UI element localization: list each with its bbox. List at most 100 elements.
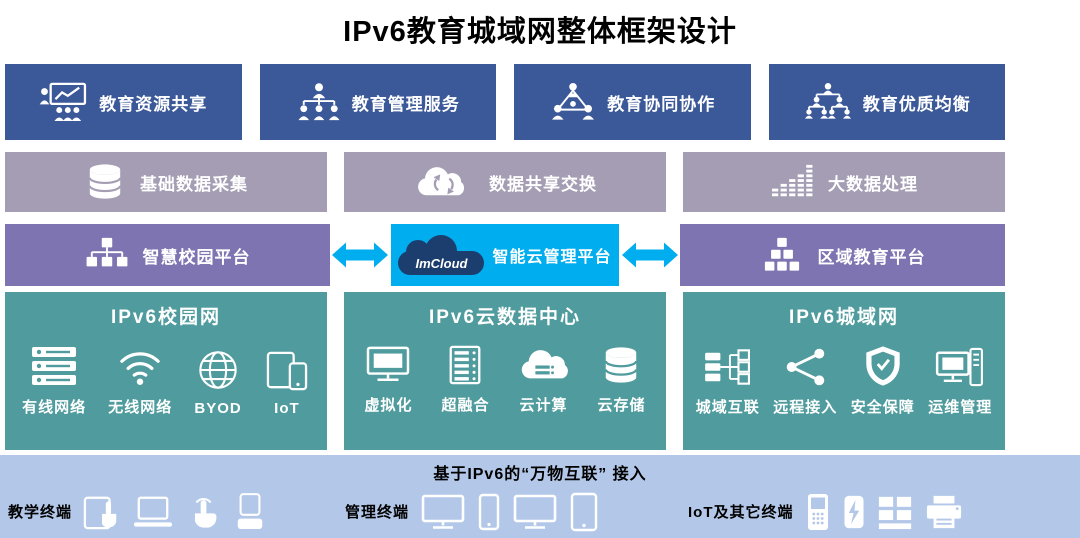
terminal-group-teaching: 教学终端 xyxy=(8,485,266,538)
blocks-pyramid-icon xyxy=(760,236,804,274)
panel-title: IPv6城域网 xyxy=(788,307,900,328)
devices-icon xyxy=(264,351,310,391)
tablet-outline-icon xyxy=(569,492,599,532)
cloud-computing-icon xyxy=(518,345,569,385)
left-bidirectional-arrow-icon xyxy=(332,241,388,269)
panel-ipv6-campus-network: IPv6校园网 xyxy=(5,292,327,450)
panel-items: 虚拟化 xyxy=(344,345,666,415)
panel-title: IPv6云数据中心 xyxy=(428,307,582,328)
campus-nodes-icon xyxy=(85,236,129,274)
touch-hand-icon xyxy=(185,493,223,531)
cloud-sync-icon xyxy=(413,163,475,201)
network-item: 有线网络 xyxy=(22,345,86,417)
data-box-bigdata: 大数据处理 xyxy=(683,152,1005,212)
network-item: BYOD xyxy=(194,349,241,417)
security-shield-icon xyxy=(862,345,904,387)
cloud-shape-part xyxy=(398,251,485,275)
flip-phone-icon xyxy=(234,492,266,532)
wired-network-icon xyxy=(30,345,78,387)
panel-title: IPv6校园网 xyxy=(110,307,222,328)
page-title: IPv6教育城域网整体框架设计 xyxy=(343,16,737,48)
network-layer-row: IPv6校园网 xyxy=(5,292,1005,450)
app-box-management-service: 教育管理服务 xyxy=(259,64,496,140)
building-blocks-icon xyxy=(877,493,913,531)
imcloud-brand: ImCloud xyxy=(415,256,468,271)
cellphone-icon xyxy=(805,492,831,532)
platform-label: 智慧校园平台 xyxy=(142,247,251,267)
app-box-collaboration: 教育协同协作 xyxy=(514,64,751,140)
wifi-icon xyxy=(117,347,163,387)
bigdata-bars-icon xyxy=(770,163,814,201)
printer-icon xyxy=(924,494,964,530)
network-item-label: BYOD xyxy=(194,400,242,417)
ops-management-icon xyxy=(935,347,985,387)
network-item: 城域互联 xyxy=(696,347,760,417)
network-item: IoT xyxy=(264,351,310,417)
right-bidirectional-arrow-icon xyxy=(622,241,678,269)
platform-label: 区域教育平台 xyxy=(817,247,926,267)
network-item: 云存储 xyxy=(597,345,645,415)
data-label: 基础数据采集 xyxy=(140,174,248,194)
data-label: 大数据处理 xyxy=(828,174,918,194)
network-item: 超融合 xyxy=(441,345,489,415)
data-box-collection: 基础数据采集 xyxy=(5,152,327,212)
network-item-label: 远程接入 xyxy=(773,399,838,416)
network-item: 远程接入 xyxy=(773,347,837,417)
collaboration-icon xyxy=(549,82,597,122)
terminal-group-management: 管理终端 xyxy=(345,485,599,538)
data-box-exchange: 数据共享交换 xyxy=(344,152,666,212)
network-item-label: 云计算 xyxy=(519,397,568,414)
terminal-groups: 教学终端 xyxy=(0,485,1080,538)
data-layer-row: 基础数据采集 数据共享交换 大数据处理 xyxy=(5,152,1005,212)
terminal-group-iot: IoT及其它终端 xyxy=(688,485,964,538)
network-item-label: 无线网络 xyxy=(108,399,173,416)
man-interconnect-icon xyxy=(703,347,753,387)
app-label: 教育资源共享 xyxy=(99,94,208,114)
power-bank-icon xyxy=(842,493,866,531)
terminal-access-strip: 基于IPv6的“万物互联” 接入 教学终端 xyxy=(0,455,1080,538)
terminal-group-label: IoT及其它终端 xyxy=(688,504,794,521)
network-item: 云计算 xyxy=(518,345,569,415)
network-item-label: 运维管理 xyxy=(928,399,993,416)
platform-layer-row: 智慧校园平台 ImCloud 智能云管理平台 xyxy=(5,224,1005,286)
remote-access-icon xyxy=(782,347,828,387)
hyperconverged-rack-icon xyxy=(444,345,486,385)
cloud-storage-icon xyxy=(600,345,642,385)
network-item: 安全保障 xyxy=(851,345,915,417)
network-item: 虚拟化 xyxy=(364,345,412,415)
database-icon xyxy=(84,163,126,201)
cloud-box-label: 智能云管理平台 xyxy=(492,249,612,266)
application-layer-row: 教育资源共享 教育管理服务 xyxy=(5,64,1005,140)
imcloud-cloud-logo: ImCloud xyxy=(398,235,485,275)
network-item-label: 云存储 xyxy=(597,397,646,414)
network-item-label: 有线网络 xyxy=(22,399,87,416)
globe-icon xyxy=(197,349,239,391)
laptop-icon xyxy=(132,494,174,530)
panel-ipv6-man: IPv6城域网 xyxy=(683,292,1005,450)
terminal-group-label: 教学终端 xyxy=(8,504,73,521)
app-box-quality-balance: 教育优质均衡 xyxy=(768,64,1005,140)
cloud-management-box: ImCloud 智能云管理平台 xyxy=(391,224,619,286)
network-item-label: 虚拟化 xyxy=(364,397,413,414)
network-item-label: 城域互联 xyxy=(695,399,760,416)
app-box-resource-sharing: 教育资源共享 xyxy=(5,64,242,140)
terminal-group-label: 管理终端 xyxy=(345,504,410,521)
platform-box-smart-campus: 智慧校园平台 xyxy=(5,224,330,286)
org-chart-icon xyxy=(296,82,342,122)
network-item: 运维管理 xyxy=(928,347,992,417)
platform-box-regional-education: 区域教育平台 xyxy=(680,224,1005,286)
phone-outline-icon xyxy=(477,493,501,531)
monitor-outline-icon xyxy=(512,493,558,531)
balance-tree-icon xyxy=(803,82,853,122)
presentation-icon xyxy=(39,82,89,122)
network-item-label: 超融合 xyxy=(441,397,490,414)
app-label: 教育协同协作 xyxy=(607,94,716,114)
network-item-label: IoT xyxy=(274,400,300,417)
tablet-touch-icon xyxy=(83,493,121,531)
terminal-strip-title: 基于IPv6的“万物互联” 接入 xyxy=(433,466,647,483)
panel-items: 有线网络 无线网络 xyxy=(5,345,327,417)
panel-ipv6-cloud-datacenter: IPv6云数据中心 虚拟化 xyxy=(344,292,666,450)
network-item-label: 安全保障 xyxy=(850,399,915,416)
panel-items: 城域互联 远程接入 xyxy=(683,345,1005,417)
